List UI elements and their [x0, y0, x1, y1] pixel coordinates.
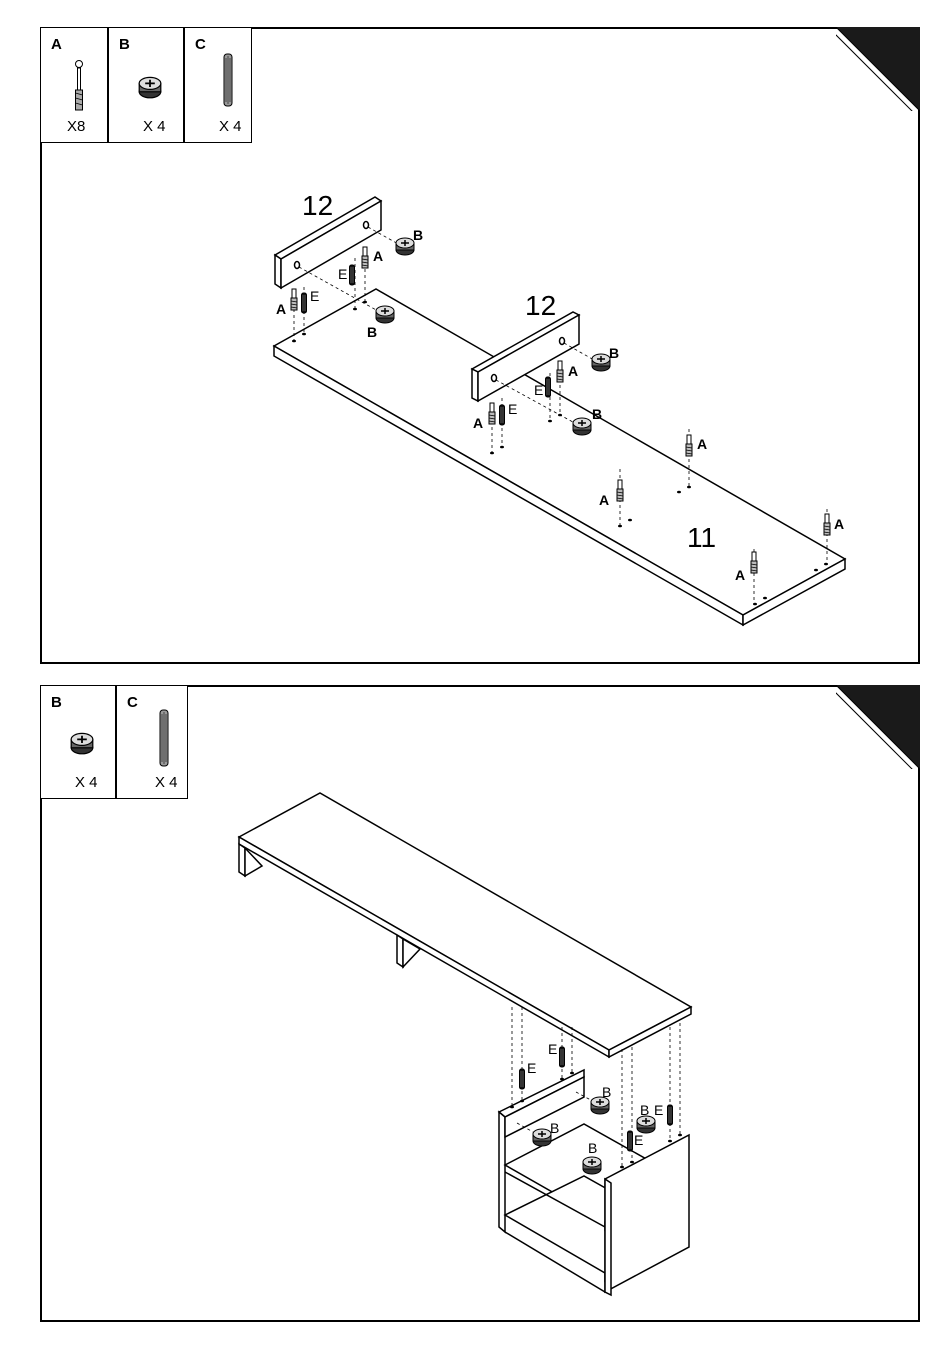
wooden-dowel-icon: [350, 265, 355, 285]
wooden-dowel-icon: [628, 1131, 633, 1151]
wooden-dowel-icon: [560, 1047, 565, 1067]
part-b-label: B: [550, 1120, 559, 1136]
cam-bolt-icon: [557, 361, 563, 382]
wooden-dowel-icon: [500, 405, 505, 425]
part-b-label: B: [588, 1140, 597, 1156]
part-e-label: E: [654, 1102, 663, 1118]
wooden-dowel-icon: [668, 1105, 673, 1125]
cam-bolt-icon: [489, 403, 495, 424]
part-a-label: A: [568, 363, 578, 379]
part-b-label: B: [367, 324, 377, 340]
part-e-label: E: [534, 382, 543, 398]
cam-lock-icon: [583, 1157, 601, 1174]
step-2-assembly-diagram: E E E E B B B B: [42, 687, 918, 1320]
step-1-assembly-diagram: 12 12 11 B B B B A A A A A A A A E E E E: [42, 29, 918, 662]
wooden-dowel-icon: [546, 377, 551, 397]
part-a-label: A: [735, 567, 745, 583]
cam-lock-icon: [533, 1129, 551, 1146]
cam-lock-icon: [592, 354, 610, 371]
cam-bolt-icon: [291, 289, 297, 310]
part-b-label: B: [592, 406, 602, 422]
cam-bolt-icon: [362, 247, 368, 268]
part-a-label: A: [276, 301, 286, 317]
part-b-label: B: [609, 345, 619, 361]
wooden-dowel-icon: [520, 1069, 525, 1089]
cam-lock-icon: [573, 418, 591, 435]
part-a-label: A: [373, 248, 383, 264]
part-e-label: E: [508, 401, 517, 417]
cam-bolt-icon: [751, 552, 757, 573]
panel-number-label: 12: [302, 190, 333, 221]
cam-lock-icon: [637, 1116, 655, 1133]
part-e-label: E: [527, 1060, 536, 1076]
part-b-label: B: [413, 227, 423, 243]
step-1-panel: A X8 B X 4 C X 4: [40, 27, 920, 664]
part-e-label: E: [548, 1041, 557, 1057]
part-a-label: A: [834, 516, 844, 532]
part-e-label: E: [634, 1132, 643, 1148]
cam-bolt-icon: [824, 514, 830, 535]
wooden-dowel-icon: [302, 293, 307, 313]
step-2-panel: B X 4 C X 4: [40, 685, 920, 1322]
cam-lock-icon: [376, 306, 394, 323]
panel-number-label: 11: [687, 522, 716, 553]
top-shelf-assembly: [239, 793, 691, 1057]
cam-bolt-icon: [686, 435, 692, 456]
part-e-label: E: [310, 288, 319, 304]
cam-lock-icon: [396, 238, 414, 255]
cam-bolt-icon: [617, 480, 623, 501]
part-a-label: A: [473, 415, 483, 431]
part-a-label: A: [599, 492, 609, 508]
part-b-label: B: [602, 1084, 611, 1100]
part-b-label: B: [640, 1102, 649, 1118]
panel-number-label: 12: [525, 290, 556, 321]
part-e-label: E: [338, 266, 347, 282]
part-a-label: A: [697, 436, 707, 452]
